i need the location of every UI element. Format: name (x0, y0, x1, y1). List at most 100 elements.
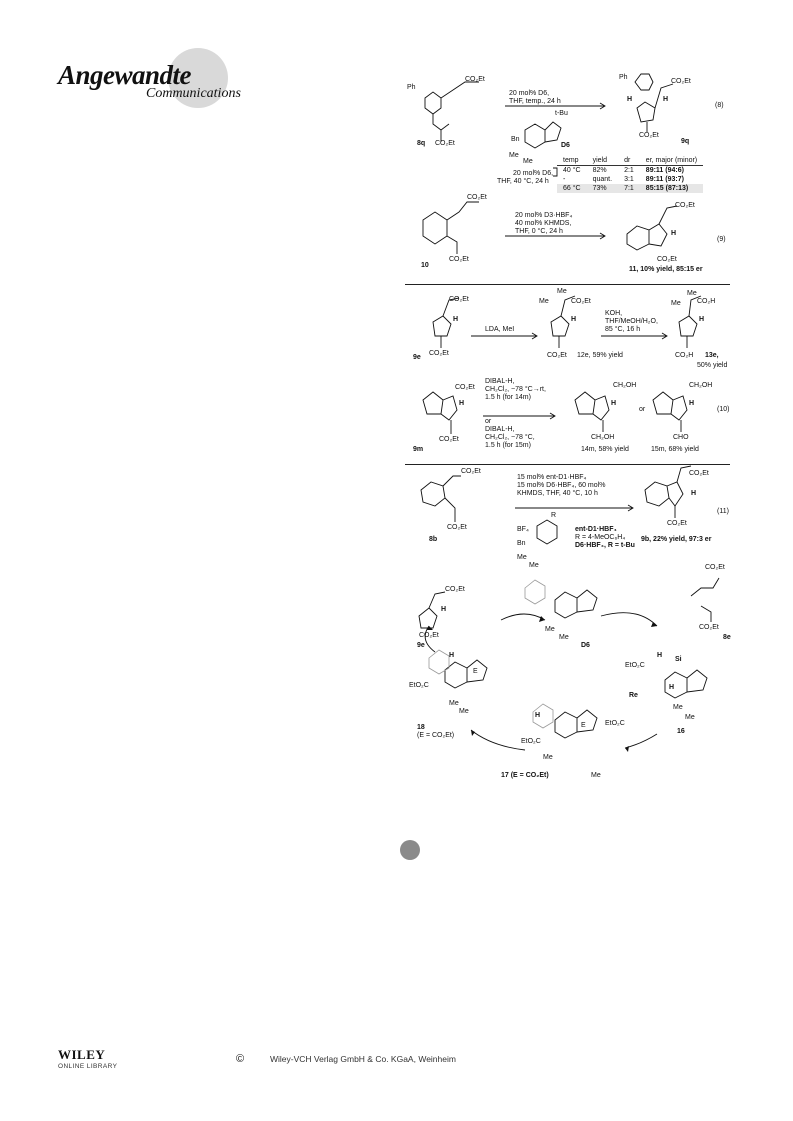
label-10: 10 (421, 262, 429, 269)
bond-15m-ring (652, 391, 674, 415)
cat-d6-tbu: t-Bu (555, 110, 568, 117)
cond-lda: LDA, MeI (485, 326, 515, 333)
cat11-def2: D6·HBF₄, R = t-Bu (575, 542, 635, 549)
cell-dr: 2:1 (624, 167, 634, 174)
cond-dibal-4: or (485, 418, 492, 425)
th-er: er, major (minor) (639, 156, 704, 166)
bond-cycle-9e-chain (428, 591, 446, 609)
cyc-18-e: E (473, 668, 478, 675)
bond-d6-small (524, 123, 546, 149)
label-9b: 9b, 22% yield, 97:3 er (641, 536, 712, 543)
arrowhead-cycle3 (625, 746, 629, 752)
bond-cycle-16b (686, 669, 708, 693)
bond-14m-ring (574, 391, 596, 415)
eq-number-9: (9) (717, 236, 726, 243)
wiley-logo: WILEY ONLINE LIBRARY (58, 1047, 188, 1077)
cyc-17-me2: Me (591, 772, 601, 779)
shaded-phenyl-18 (428, 649, 450, 675)
cell-er: 89:11 (93:7) (645, 176, 684, 183)
cyc-label-9e: 9e (417, 642, 425, 649)
e10-12e-ester1: CO₂Et (571, 298, 591, 305)
arrowhead-cycle1 (539, 616, 545, 622)
bond-8q-alkene (440, 123, 450, 131)
prod-11-ester2: CO₂Et (657, 256, 677, 263)
shaded-phenyl-17 (532, 703, 554, 729)
prod-9q-ester1: CO₂Et (671, 78, 691, 85)
bond-cycle-17 (554, 711, 578, 739)
arrowhead-eq9 (599, 232, 606, 240)
cyc-d6-me2: Me (559, 634, 569, 641)
cond-eq9-2: 40 mol% KHMDS, (515, 220, 572, 227)
table-header-row: temp yield dr er, major (minor) (557, 156, 704, 166)
copyright-symbol: © (236, 1053, 245, 1065)
bond-8q-chain2 (432, 114, 442, 142)
cyc-9e-h: H (441, 606, 447, 613)
th-temp: temp (557, 156, 587, 166)
arrowhead-koh (661, 332, 668, 340)
cyc-17-eto2c: EtO₂C (521, 738, 541, 745)
e10-12e-ester2: CO₂Et (547, 352, 567, 359)
bond-14m-ring2 (592, 395, 610, 421)
wiley-library: ONLINE LIBRARY (58, 1063, 118, 1070)
journal-logo: Angewandte Communications (58, 48, 298, 118)
sub-10-ester1: CO₂Et (467, 194, 487, 201)
cyc-16-eto2c2: EtO₂C (605, 720, 625, 727)
bond-8b-ring (420, 481, 446, 507)
bond-13e-ring (678, 315, 698, 337)
cyc-label-8e: 8e (723, 634, 731, 641)
bond-cat11 (536, 519, 558, 545)
cyc-18-eto2c: EtO₂C (409, 682, 429, 689)
cond-dibal-2: CH₂Cl₂, −78 °C→rt, (485, 386, 546, 393)
e10-13e-h: H (699, 316, 705, 323)
prod-9q-h1: H (627, 96, 633, 103)
arrowhead-cycle5 (427, 626, 433, 630)
cyc-16-h2: H (669, 684, 675, 691)
bond-12e-chain (560, 295, 576, 317)
arrow-cycle-top-left (500, 613, 546, 621)
e10-9e-ester1: CO₂Et (449, 296, 469, 303)
label-14m: 14m, 58% yield (581, 446, 629, 453)
cell-temp: 66 °C (557, 184, 587, 193)
arrow-cycle-bottom (470, 729, 526, 751)
e10-15m-h: H (689, 400, 695, 407)
cell-dr: 7:1 (618, 184, 640, 193)
e10-9m-ester1: CO₂Et (455, 384, 475, 391)
bond-8q (424, 91, 442, 115)
table-row: 40 °C 82% 2:1 89:11 (94:6) (557, 166, 703, 176)
cat11-def1b: R = 4-MeOC₆H₄ (575, 534, 626, 541)
e10-15m-ch2oh: CH₂OH (689, 382, 713, 389)
copyright-text: Wiley-VCH Verlag GmbH & Co. KGaA, Weinhe… (270, 1054, 456, 1064)
label-9q: 9q (681, 138, 690, 145)
cond-koh-3: 85 °C, 16 h (605, 326, 641, 333)
cyc-18-me1: Me (449, 700, 459, 707)
sub-8b-ester1: CO₂Et (461, 468, 481, 475)
table-bracket (553, 167, 558, 177)
cyc-16-eto2c1: EtO₂C (625, 662, 645, 669)
label-15m: 15m, 68% yield (651, 446, 699, 453)
e10-13e-me1: Me (687, 290, 697, 297)
arrowhead-dibal (549, 412, 556, 420)
cyc-17-me1: Me (543, 754, 553, 761)
cell-er: 89:11 (94:6) (645, 167, 684, 174)
prod-9q-h2: H (663, 96, 669, 103)
logo-circle-graphic (168, 48, 228, 108)
bond-10-chain2 (446, 235, 458, 254)
cond-eq11-3: KHMDS, THF, 40 °C, 10 h (517, 490, 598, 497)
eq-number-8: (8) (715, 102, 724, 109)
cell-yield: 82% (592, 167, 607, 174)
cyc-8e-ester2: CO₂Et (699, 624, 719, 631)
cyc-16-re: Re (629, 692, 638, 699)
cyc-label-16: 16 (677, 728, 685, 735)
e10-9e-h: H (453, 316, 459, 323)
cyc-9e-ester1: CO₂Et (445, 586, 465, 593)
bond-10-ring (422, 211, 448, 245)
cyc-16-me2: Me (685, 714, 695, 721)
bond-cycle-9e (418, 607, 438, 629)
cyc-8e-ester1: CO₂Et (705, 564, 725, 571)
bond-11-five (648, 223, 668, 247)
cond-koh-2: THF/MeOH/H₂O, (605, 318, 658, 325)
bond-9b-ring (644, 481, 670, 507)
sub-8b-ester2: CO₂Et (447, 524, 467, 531)
sub-8q-ester2: CO₂Et (435, 140, 455, 147)
cond-eq11-1: 15 mol% ent-D1·HBF₄ (517, 474, 587, 481)
